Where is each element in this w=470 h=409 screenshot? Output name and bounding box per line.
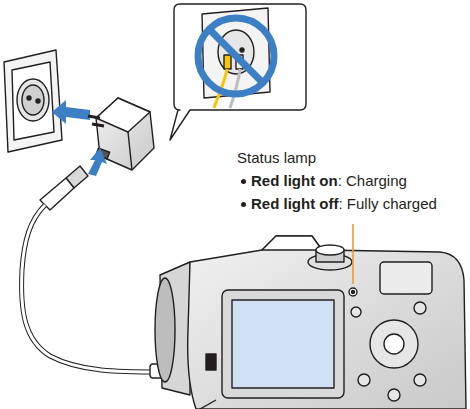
status-line: Red light off: Fully charged — [251, 195, 437, 213]
status-term: Red light on — [251, 172, 338, 189]
warning-bubble — [170, 4, 306, 140]
wall-outlet — [4, 50, 62, 152]
usb-plug — [22, 166, 160, 372]
status-term: Red light off — [251, 195, 338, 212]
camera — [155, 236, 466, 409]
status-meaning: : Fully charged — [338, 195, 436, 212]
callout-title: Status lamp — [237, 149, 316, 167]
status-line: Red light on: Charging — [251, 172, 407, 190]
bullet-dot — [241, 179, 246, 184]
status-meaning: : Charging — [338, 172, 407, 189]
insert-arrow — [88, 148, 107, 176]
insert-arrow — [52, 100, 90, 124]
leader-line — [352, 224, 354, 284]
bullet-dot — [241, 202, 246, 207]
